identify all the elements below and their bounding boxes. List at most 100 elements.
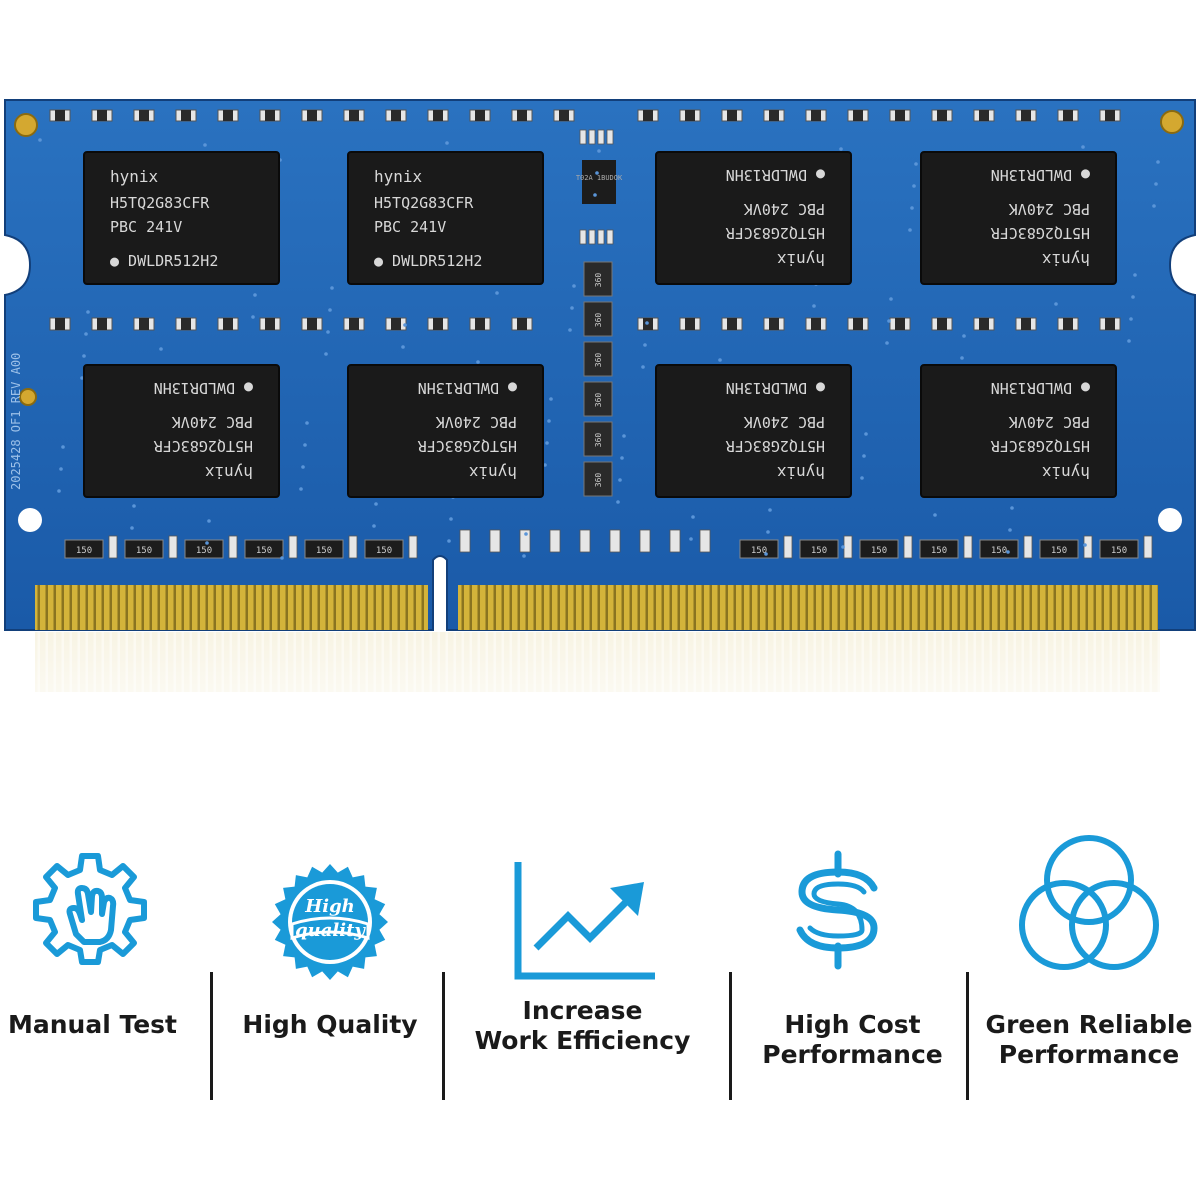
smd-component: [301, 109, 323, 122]
via: [372, 524, 376, 528]
via: [933, 513, 937, 517]
svg-text:● DWLDR13HN: ● DWLDR13HN: [726, 166, 825, 184]
via: [203, 143, 207, 147]
badge-text-high: High: [304, 896, 355, 917]
smd-component: [721, 109, 743, 122]
module-reflection: [30, 632, 1165, 752]
via: [691, 515, 695, 519]
svg-text:150: 150: [136, 546, 152, 556]
via: [403, 323, 407, 327]
via: [545, 441, 549, 445]
via: [547, 419, 551, 423]
svg-text:150: 150: [931, 546, 947, 556]
via: [1006, 550, 1010, 554]
svg-text:360: 360: [594, 393, 603, 408]
termination-resistor: 150: [1099, 539, 1139, 559]
smd-component: [133, 317, 155, 331]
svg-text:150: 150: [316, 546, 332, 556]
smd-component: [459, 529, 471, 553]
termination-resistor: 150: [919, 539, 959, 559]
gold-contacts-right: [458, 585, 1158, 630]
svg-text:PBC 240VK: PBC 240VK: [1009, 413, 1090, 431]
smd-component: [1015, 317, 1037, 331]
smd-component: [639, 529, 651, 553]
smd-component: [679, 317, 701, 331]
via: [1054, 302, 1058, 306]
svg-text:hynix: hynix: [374, 167, 423, 186]
smd-component: [973, 317, 995, 331]
smd-component: [469, 317, 491, 331]
via: [595, 171, 599, 175]
via: [768, 508, 772, 512]
via: [618, 478, 622, 482]
ram-module: 2025428 OF1 REV A00 360360360360360360T0…: [4, 99, 1196, 752]
feature-label-manual-test: Manual Test: [0, 1010, 185, 1040]
smd-component: [763, 109, 785, 122]
smd-component: [511, 317, 533, 331]
via: [82, 354, 86, 358]
svg-text:H5TQ2G83CFR: H5TQ2G83CFR: [725, 437, 825, 455]
svg-text:360: 360: [594, 433, 603, 448]
smd-component: [217, 317, 239, 331]
mount-hole-top-right: [1160, 110, 1184, 134]
svg-text:PBC 240VK: PBC 240VK: [744, 200, 825, 218]
svg-text:PBC 241V: PBC 241V: [374, 218, 446, 236]
smd-component: [699, 529, 711, 553]
svg-text:● DWLDR13HN: ● DWLDR13HN: [991, 379, 1090, 397]
termination-resistor: 150: [64, 539, 104, 559]
label-line-2: Performance: [998, 1040, 1180, 1069]
smd-component: [343, 317, 365, 331]
via: [914, 162, 918, 166]
mount-hole-top-left: [14, 113, 38, 137]
feature-item-efficiency: [510, 858, 660, 983]
mount-hole-left: [19, 388, 37, 406]
smd-component: [49, 317, 71, 331]
smd-component: [259, 109, 281, 122]
via: [1156, 160, 1160, 164]
hand-gear-icon: [33, 853, 147, 965]
smd-component: [385, 317, 407, 331]
svg-text:● DWLDR13HN: ● DWLDR13HN: [418, 379, 517, 397]
label-line-1: Green Reliable: [985, 1010, 1193, 1039]
svg-text:PBC 240VK: PBC 240VK: [744, 413, 825, 431]
feature-item-high-quality: High quality: [270, 862, 390, 982]
termination-resistor: 150: [1039, 539, 1079, 559]
via: [622, 434, 626, 438]
termination-resistor: 150: [364, 539, 404, 559]
svg-text:hynix: hynix: [776, 250, 825, 269]
via: [401, 345, 405, 349]
center-resistor-array: 360: [583, 461, 613, 497]
via: [303, 443, 307, 447]
via: [130, 526, 134, 530]
smd-component: [805, 109, 827, 122]
svg-text:H5TQ2G83CFR: H5TQ2G83CFR: [110, 194, 210, 212]
smd-component: [549, 529, 561, 553]
via: [766, 530, 770, 534]
via: [1008, 528, 1012, 532]
via: [495, 291, 499, 295]
via: [568, 328, 572, 332]
center-resistor-array: 360: [583, 261, 613, 297]
svg-text:● DWLDR13HN: ● DWLDR13HN: [154, 379, 253, 397]
smd-component: [763, 317, 785, 331]
via: [324, 352, 328, 356]
svg-text:150: 150: [871, 546, 887, 556]
svg-text:360: 360: [594, 273, 603, 288]
badge-text-quality: quality: [295, 920, 366, 941]
via: [689, 537, 693, 541]
via: [620, 456, 624, 460]
via: [1010, 506, 1014, 510]
via: [374, 502, 378, 506]
termination-resistor: 150: [859, 539, 899, 559]
via: [1127, 339, 1131, 343]
via: [616, 500, 620, 504]
smd-component: [91, 109, 113, 122]
smd-component: [847, 109, 869, 122]
smd-component: [511, 109, 533, 122]
via: [159, 347, 163, 351]
via: [1081, 145, 1085, 149]
via: [860, 476, 864, 480]
